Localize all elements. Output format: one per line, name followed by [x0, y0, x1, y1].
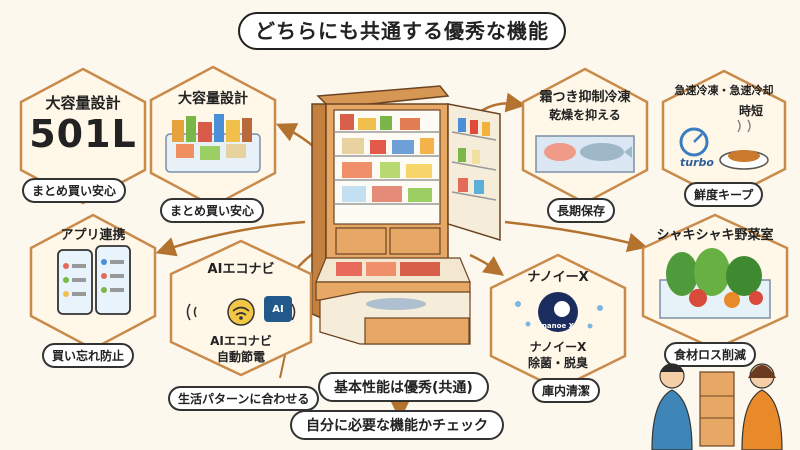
nanoe-line2: 除菌・脱臭 — [527, 356, 588, 370]
capacity-footer: まとめ買い安心 — [22, 178, 127, 203]
vegetables-icon — [659, 248, 771, 319]
signal-waves-icon — [186, 303, 296, 321]
panel-ai-eco: AIエコナビ AI AIエコナビ 自動節電 — [168, 238, 314, 378]
frost-subheading: 乾燥を抑える — [549, 108, 621, 122]
capacity-value: 501L — [29, 112, 137, 156]
arrow-to-vegetable — [504, 220, 648, 253]
arrow-to-ai-footer — [279, 354, 286, 379]
quick-freeze-footer: 鮮度キープ — [684, 182, 764, 207]
ai-chip-icon — [264, 296, 292, 322]
nanoe-logo-icon — [515, 292, 603, 332]
turbo-gauge-icon — [679, 127, 709, 157]
arrow-to-nanoe — [469, 253, 505, 276]
frost-heading: 霜つき抑制冷凍 — [539, 90, 631, 105]
capacity-heading: 大容量設計 — [45, 94, 121, 112]
turbo-label: turbo — [680, 156, 714, 169]
nanoe-footer: 庫内清潔 — [532, 378, 601, 403]
ai-eco-line2: 自動節電 — [216, 350, 265, 364]
panel-app: アプリ連携 — [28, 212, 158, 352]
ai-eco-heading: AIエコナビ — [207, 262, 275, 277]
page-title: どちらにも共通する優秀な機能 — [238, 12, 566, 50]
frozen-fish-icon — [535, 135, 635, 173]
nanoe-line1: ナノイーX — [529, 340, 587, 354]
ai-eco-line1: AIエコナビ — [210, 334, 272, 348]
quick-freeze-subheading: 時短 — [738, 104, 763, 118]
vegetable-heading: シャキシャキ野菜室 — [656, 228, 774, 243]
capacity-image-footer: まとめ買い安心 — [160, 198, 265, 223]
check-needs-banner: 自分に必要な機能かチェック — [290, 410, 504, 440]
nanoe-heading: ナノイーX — [527, 270, 589, 285]
vegetable-footer: 食材ロス削減 — [664, 342, 757, 367]
quick-freeze-heading: 急速冷凍・急速冷却 — [674, 84, 774, 97]
arrow-to-app — [155, 220, 306, 257]
panel-capacity-number: 大容量設計 501L — [18, 66, 148, 206]
capacity-image-heading: 大容量設計 — [178, 91, 248, 107]
app-footer: 買い忘れ防止 — [42, 343, 135, 368]
app-heading: アプリ連携 — [60, 228, 126, 243]
ai-eco-footer: 生活パターンに合わせる — [168, 386, 320, 411]
panel-vegetable: シャキシャキ野菜室 — [640, 212, 790, 352]
nanoe-logo-text: nanoe X — [541, 322, 575, 330]
wifi-icon — [227, 298, 255, 326]
basic-performance-badge: 基本性能は優秀(共通) — [318, 372, 489, 402]
panel-capacity-image: 大容量設計 — [148, 64, 278, 209]
groceries-basket-icon — [165, 114, 261, 173]
panel-nanoe: ナノイーX nanoe X ナノイーX 除菌・脱臭 — [488, 252, 628, 392]
panel-frost: 霜つき抑制冷凍 乾燥を抑える — [520, 66, 650, 206]
panel-quick-freeze: 急速冷凍・急速冷却 時短 turbo — [660, 68, 788, 203]
frost-footer: 長期保存 — [547, 198, 616, 223]
smartphone-app-icon — [57, 245, 131, 315]
ai-chip-label: AI — [272, 304, 284, 315]
curry-plate-icon — [719, 119, 769, 170]
